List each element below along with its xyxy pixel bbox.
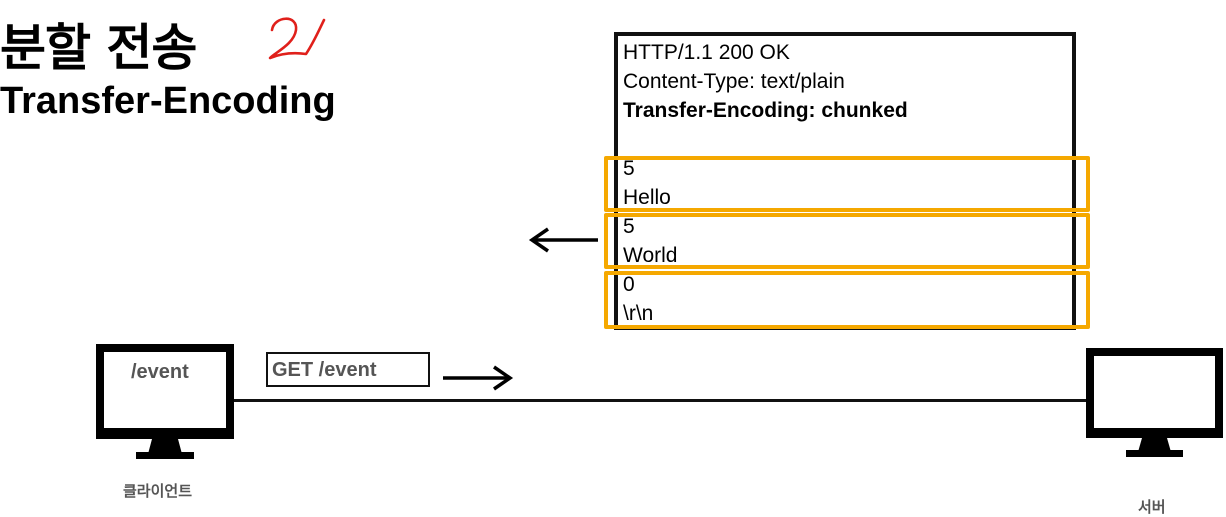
arrow-right-icon: [443, 365, 514, 391]
request-box: [266, 352, 430, 387]
server-label: 서버: [1138, 498, 1166, 516]
chunk-data: \r\n: [623, 302, 654, 325]
page-title-english: Transfer-Encoding: [0, 80, 336, 122]
chunk-box: [604, 271, 1090, 329]
chunk-size: 5: [623, 215, 635, 238]
monitor-icon: [1086, 348, 1223, 457]
client-label: 클라이언트: [123, 482, 193, 500]
response-status-line: HTTP/1.1 200 OK: [623, 41, 790, 64]
chunk-box: [604, 156, 1090, 212]
connection-line: [232, 399, 1088, 402]
chunk-box: [604, 213, 1090, 269]
chunk-data: Hello: [623, 186, 671, 209]
arrow-left-icon: [528, 227, 598, 253]
response-transfer-encoding: Transfer-Encoding: chunked: [623, 99, 908, 122]
chunk-data: World: [623, 244, 678, 267]
chunk-size: 0: [623, 273, 635, 296]
chunk-size: 5: [623, 157, 635, 180]
response-content-type: Content-Type: text/plain: [623, 70, 845, 93]
client-screen-text: /event: [131, 361, 189, 383]
request-label: GET /event: [272, 359, 377, 381]
page-title-korean: 분할 전송: [0, 19, 197, 77]
monitor-icon: [96, 344, 234, 459]
handwritten-annotation-icon: [268, 17, 326, 60]
